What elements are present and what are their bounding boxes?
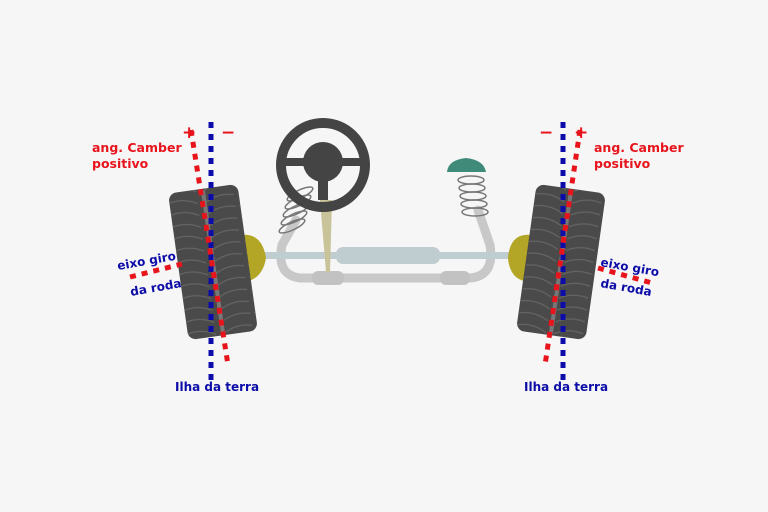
right-camber-line xyxy=(542,129,583,366)
left-ground-label: Ilha da terra xyxy=(175,380,259,394)
right-axis-label: eixo giro xyxy=(599,255,660,279)
right-camber-label: ang. Camber xyxy=(594,140,684,155)
steering-rack xyxy=(336,247,440,264)
left-plus-sign: + xyxy=(182,123,196,143)
left-axis-label-2: da roda xyxy=(129,276,182,299)
steering-wheel xyxy=(276,118,370,212)
right-spring xyxy=(447,158,489,217)
chassis xyxy=(240,200,530,285)
left-wheel-axis xyxy=(129,261,183,280)
right-wheel-axis xyxy=(597,265,653,286)
strut-mount xyxy=(447,158,486,172)
right-plus-sign: + xyxy=(574,123,588,143)
left-camber-label-2: positivo xyxy=(92,156,149,171)
right-ground-label: Ilha da terra xyxy=(524,380,608,394)
left-minus-sign: − xyxy=(221,123,235,143)
right-minus-sign: − xyxy=(539,123,553,143)
right-camber-label-2: positivo xyxy=(594,156,651,171)
left-camber-label: ang. Camber xyxy=(92,140,182,155)
left-camber-line xyxy=(188,129,231,366)
steering-column xyxy=(320,200,332,272)
